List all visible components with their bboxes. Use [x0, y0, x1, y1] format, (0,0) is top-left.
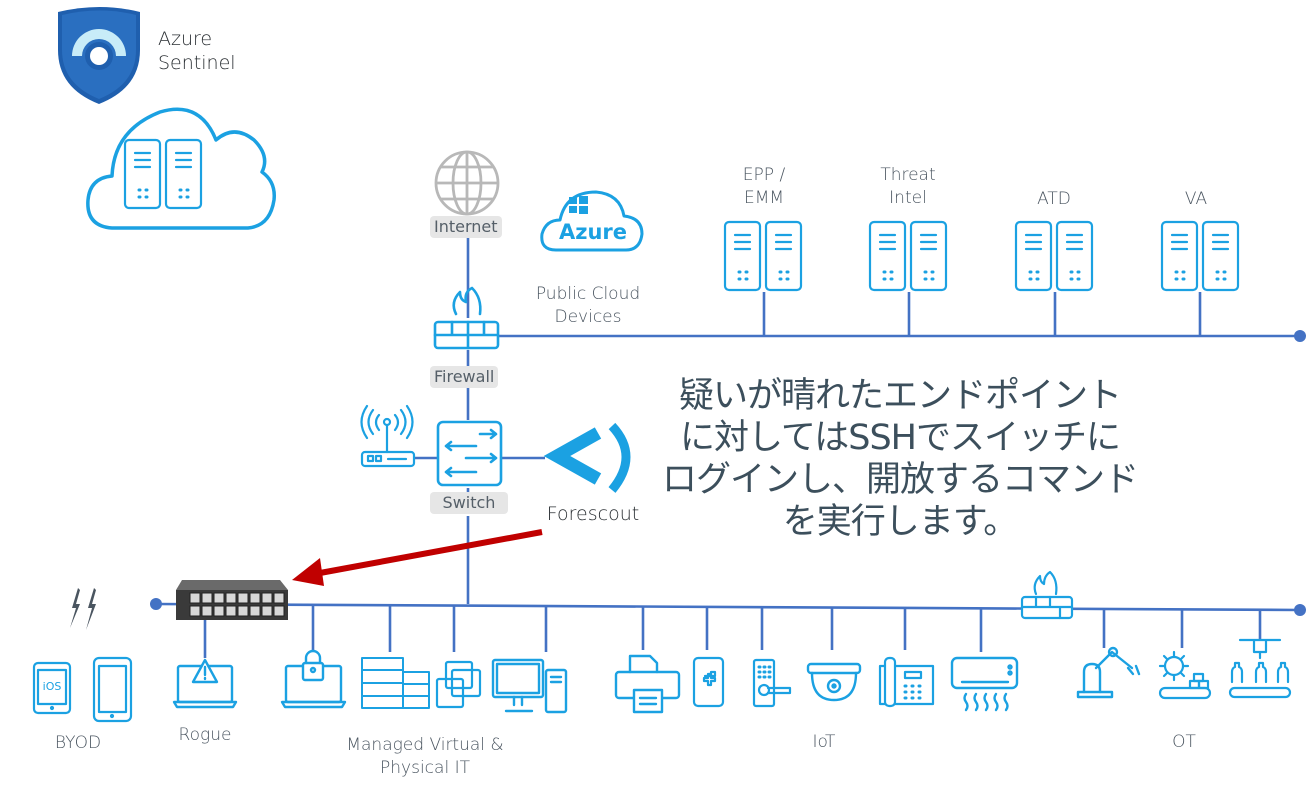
sentinel-title-line1: Azure — [158, 28, 213, 50]
wireless-signal-icon — [70, 588, 96, 630]
wireless-router-icon — [360, 404, 416, 468]
switch-port — [249, 592, 261, 604]
internet-globe-icon — [434, 150, 500, 216]
switch-port — [213, 605, 225, 617]
virtual-machines-icon — [435, 660, 482, 709]
switch-port — [273, 592, 285, 604]
switch-port — [261, 605, 273, 617]
red-arrow-icon — [292, 529, 543, 586]
group-label-managed-it: Managed Virtual & Physical IT — [346, 735, 504, 778]
switch-port — [225, 592, 237, 604]
switch-label: Switch — [430, 492, 508, 514]
desktop-pc-icon — [491, 658, 568, 714]
server-rack-icon — [1014, 220, 1094, 292]
group-label-rogue: Rogue — [178, 725, 232, 745]
switch-icon — [436, 420, 503, 487]
datacenter-servers-icon — [361, 657, 430, 709]
rogue-laptop-icon — [172, 658, 238, 709]
ot-firewall-icon — [1020, 570, 1074, 620]
switch-port — [273, 605, 285, 617]
server-rack-icon — [723, 220, 803, 292]
switch-port — [261, 592, 273, 604]
switch-ports — [189, 592, 285, 617]
azure-cloud-icon — [540, 190, 644, 252]
server-rack-icon — [868, 220, 948, 292]
public-cloud-label: Public Cloud Devices — [535, 284, 641, 327]
server-rack-icon — [1160, 220, 1240, 292]
azure-badge-text: Azure — [558, 220, 628, 244]
server-label-epp: EPP / EMM — [742, 165, 786, 208]
ios-text: iOS — [42, 680, 62, 693]
sentinel-cloud-icon — [86, 107, 276, 230]
air-conditioner-icon — [950, 656, 1019, 712]
switch-port — [213, 592, 225, 604]
internet-label: Internet — [430, 216, 502, 238]
bottling-line-icon — [1228, 638, 1292, 699]
network-links — [150, 238, 1306, 658]
physical-switch-icon — [176, 580, 288, 620]
server-label-va: VA — [1184, 189, 1208, 209]
ios-tablet-icon — [32, 661, 72, 715]
switch-port — [189, 605, 201, 617]
group-label-ot: OT — [1172, 732, 1196, 752]
firewall-icon — [433, 286, 500, 350]
group-label-iot: IoT — [812, 732, 836, 752]
server-label-atd: ATD — [1037, 189, 1071, 209]
server-label-threat-intel: Threat Intel — [880, 165, 936, 208]
switch-port — [201, 605, 213, 617]
locked-laptop-icon — [280, 649, 347, 709]
firewall-label: Firewall — [430, 366, 499, 388]
robot-arm-icon — [1076, 646, 1141, 699]
forescout-logo-icon — [543, 422, 631, 493]
switch-port — [201, 592, 213, 604]
callout-text: 疑いが晴れたエンドポイント に対してはSSHでスイッチに ログインし、開放するコ… — [661, 376, 1139, 542]
sentinel-server-icon — [123, 138, 203, 210]
group-label-byod: BYOD — [54, 733, 102, 753]
switch-port — [237, 605, 249, 617]
server-racks — [723, 220, 1240, 292]
sentinel-title-line2: Sentinel — [158, 52, 236, 74]
forescout-label: Forescout — [546, 503, 640, 525]
switch-port — [237, 592, 249, 604]
desk-phone-icon — [878, 656, 935, 708]
switch-port — [249, 605, 261, 617]
security-camera-icon — [806, 662, 862, 702]
azure-sentinel-shield-icon — [58, 7, 140, 104]
switch-port — [189, 592, 201, 604]
medical-tablet-icon — [692, 656, 725, 708]
smart-lock-icon — [752, 658, 792, 708]
switch-port — [225, 605, 237, 617]
smartphone-icon — [92, 656, 133, 723]
printer-icon — [614, 654, 681, 714]
conveyor-gear-icon — [1158, 650, 1212, 700]
